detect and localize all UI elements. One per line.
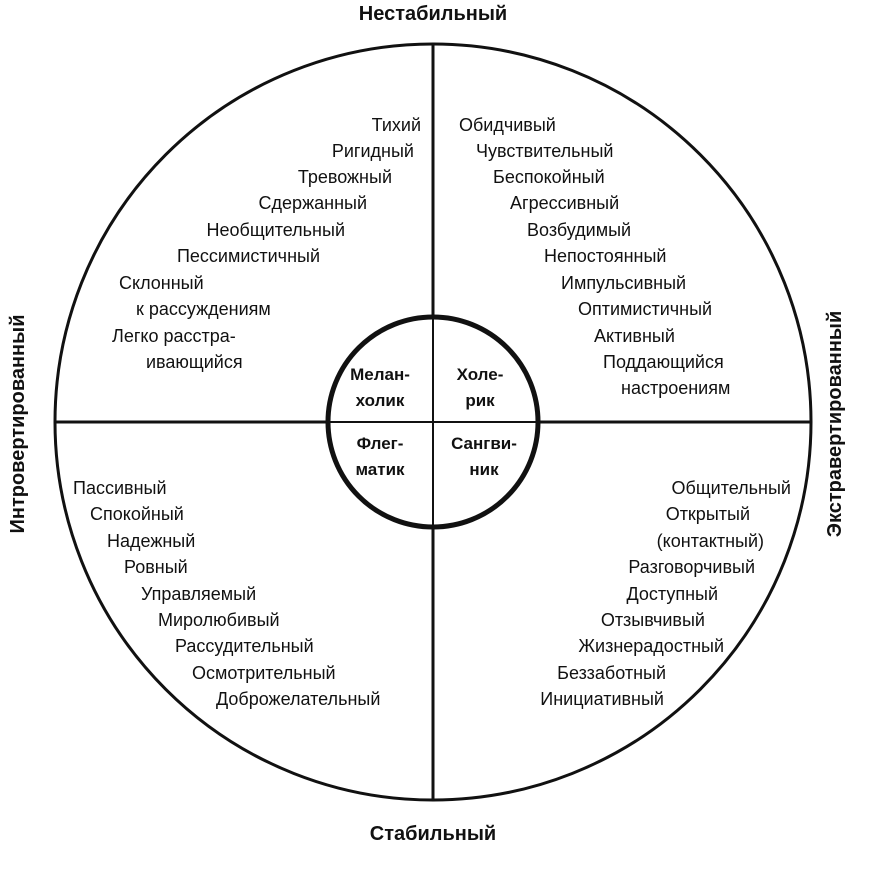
type-sanguine-line-1: Сангви- xyxy=(451,434,517,453)
type-choleric-line-2: рик xyxy=(465,391,495,410)
type-sanguine-line-2: ник xyxy=(469,460,499,479)
trait-item: ивающийся xyxy=(146,352,243,372)
trait-item: Доступный xyxy=(626,584,718,604)
trait-item: Беззаботный xyxy=(557,663,666,683)
trait-item: Ригидный xyxy=(332,141,414,161)
trait-item: Миролюбивый xyxy=(158,610,280,630)
type-melancholic-line-1: Мелан- xyxy=(350,365,410,384)
trait-item: Управляемый xyxy=(141,584,256,604)
trait-item: Осмотрительный xyxy=(192,663,336,683)
trait-item: Пассивный xyxy=(73,478,167,498)
trait-item: Чувствительный xyxy=(476,141,614,161)
trait-item: (контактный) xyxy=(657,531,764,551)
axis-label-left: Интровертированный xyxy=(7,314,29,533)
type-choleric-line-1: Холе- xyxy=(457,365,504,384)
trait-item: Тревожный xyxy=(298,167,392,187)
type-phlegmatic-line-2: матик xyxy=(355,460,405,479)
trait-item: Необщительный xyxy=(207,220,345,240)
trait-item: Жизнерадостный xyxy=(578,636,724,656)
trait-item: Открытый xyxy=(666,504,750,524)
trait-item: Отзывчивый xyxy=(601,610,705,630)
axis-label-right: Экстравертированный xyxy=(824,311,846,538)
quadrant-top-right: Обидчивый Чувствительный Беспокойный Агр… xyxy=(459,115,730,398)
trait-item: Надежный xyxy=(107,531,195,551)
trait-item: Разговорчивый xyxy=(628,557,755,577)
trait-item: Беспокойный xyxy=(493,167,605,187)
trait-item: Ровный xyxy=(124,557,188,577)
trait-item: Рассудительный xyxy=(175,636,314,656)
trait-item: Склонный xyxy=(119,273,204,293)
trait-item: Общительный xyxy=(672,478,791,498)
trait-item: Импульсивный xyxy=(561,273,686,293)
quadrant-bottom-left: Пассивный Спокойный Надежный Ровный Упра… xyxy=(73,478,380,709)
quadrant-bottom-right: Общительный Открытый (контактный) Разгов… xyxy=(540,478,791,709)
trait-item: Инициативный xyxy=(540,689,664,709)
trait-item: Пессимистичный xyxy=(177,246,320,266)
type-phlegmatic-line-1: Флег- xyxy=(357,434,404,453)
trait-item: Доброжелательный xyxy=(216,689,380,709)
trait-item: Тихий xyxy=(372,115,421,135)
trait-item: Легко расстра- xyxy=(112,326,236,346)
quadrant-top-left: Тихий Ригидный Тревожный Сдержанный Необ… xyxy=(112,115,421,372)
axis-label-top: Нестабильный xyxy=(359,3,507,25)
trait-item: настроениям xyxy=(621,378,730,398)
trait-item: Агрессивный xyxy=(510,193,619,213)
type-melancholic-line-2: холик xyxy=(356,391,405,410)
trait-item: Возбудимый xyxy=(527,220,631,240)
axis-label-bottom: Стабильный xyxy=(370,823,496,845)
trait-item: Сдержанный xyxy=(259,193,367,213)
trait-item: Спокойный xyxy=(90,504,184,524)
trait-item: Обидчивый xyxy=(459,115,556,135)
trait-item: Активный xyxy=(594,326,675,346)
trait-item: Оптимистичный xyxy=(578,299,712,319)
trait-item: Поддающийся xyxy=(603,352,724,372)
trait-item: Непостоянный xyxy=(544,246,666,266)
trait-item: к рассуждениям xyxy=(136,299,271,319)
